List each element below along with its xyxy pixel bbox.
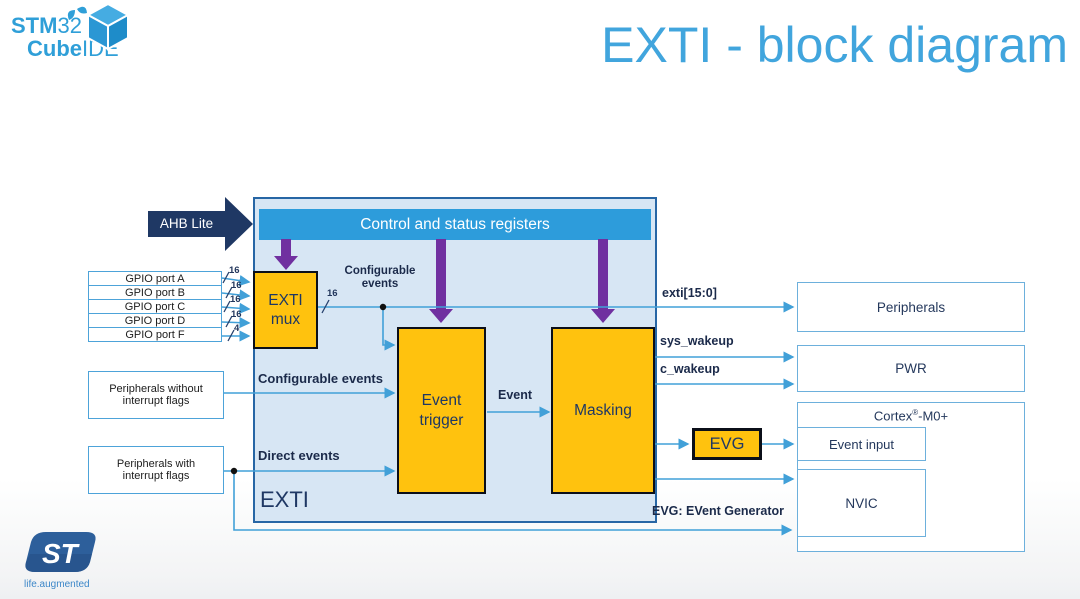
configurable-events-stacked-label: Configurable events <box>344 265 416 290</box>
cube-icon <box>86 2 130 51</box>
block-label: EVG <box>709 434 745 453</box>
logo-stm32: STM32 <box>11 13 82 39</box>
gpio-port-label: GPIO port B <box>125 286 185 299</box>
sys-wakeup-label: sys_wakeup <box>660 334 734 348</box>
exti-mux-block: EXTI mux <box>253 271 318 349</box>
evg-footnote: EVG: EVent Generator <box>652 504 784 518</box>
event-label: Event <box>498 388 533 402</box>
bus-width: 16 <box>230 294 241 305</box>
st-logo-icon: ST <box>25 532 96 572</box>
box-label: Peripherals without interrupt flags <box>109 383 203 407</box>
c-wakeup-label: c_wakeup <box>660 362 720 376</box>
peripherals-box: Peripherals <box>797 282 1025 332</box>
event-input-box: Event input <box>797 427 926 461</box>
peripherals-without-flags-box: Peripherals without interrupt flags <box>88 371 224 419</box>
gpio-port-label: GPIO port F <box>125 328 185 341</box>
pwr-box: PWR <box>797 345 1025 392</box>
page-title: EXTI - block diagram <box>601 17 1068 73</box>
connector-lines <box>148 197 795 536</box>
gpio-port-box: GPIO port D <box>88 313 222 328</box>
masking-output-lines <box>655 351 795 485</box>
box-label: PWR <box>895 361 927 376</box>
box-label: NVIC <box>845 495 878 511</box>
configurable-events-label: Configurable events <box>258 371 383 386</box>
ahb-lite-label: AHB Lite <box>159 216 214 231</box>
bus-width: 16 <box>231 309 242 320</box>
cortex-label: Cortex®-M0+ <box>873 408 949 424</box>
stm32cubeide-logo: STM32 CubeIDE <box>0 0 140 70</box>
tagline: life.augmented <box>24 579 90 590</box>
logo-stm: STM <box>11 13 58 38</box>
gpio-port-box: GPIO port B <box>88 285 222 300</box>
bus-width: 16 <box>327 288 338 299</box>
block-label: Masking <box>574 401 632 419</box>
block-label: EXTI mux <box>268 291 303 328</box>
bus-width: 16 <box>229 265 240 276</box>
st-logo-text: ST <box>42 538 81 569</box>
block-label: Event trigger <box>419 392 464 429</box>
bus-width: 16 <box>231 280 242 291</box>
evg-block: EVG <box>692 428 762 460</box>
exti-block-diagram: Control and status registers EXTI <box>0 90 1080 552</box>
ahb-lite-arrow <box>148 197 253 251</box>
box-label: Event input <box>828 436 895 452</box>
gpio-port-box: GPIO port F <box>88 327 222 342</box>
gpio-port-label: GPIO port A <box>125 272 185 285</box>
nvic-box: NVIC <box>797 469 926 537</box>
mux-to-event-trigger-line <box>382 307 396 351</box>
bus-width: 4 <box>234 323 240 334</box>
st-footer-logo: ST life.augmented <box>18 530 128 590</box>
peripherals-with-flags-box: Peripherals with interrupt flags <box>88 446 224 494</box>
junction-dot <box>379 303 387 311</box>
exti-bus-label: exti[15:0] <box>662 286 717 300</box>
masking-block: Masking <box>551 327 655 494</box>
bus-width-slashes <box>222 271 330 342</box>
event-trigger-block: Event trigger <box>397 327 486 494</box>
butterfly-icon <box>67 6 87 20</box>
logo-cube: Cube <box>27 36 82 61</box>
direct-to-nvic-bypass-line <box>233 471 793 536</box>
box-label: Peripherals <box>876 299 946 315</box>
gpio-port-label: GPIO port D <box>124 314 186 327</box>
gpio-port-label: GPIO port C <box>124 300 186 313</box>
gpio-port-list: GPIO port A GPIO port B GPIO port C GPIO… <box>88 271 222 344</box>
direct-events-label: Direct events <box>258 448 340 463</box>
exti-panel-label: EXTI <box>260 487 309 512</box>
register-access-arrows <box>274 239 615 323</box>
box-label: Peripherals with interrupt flags <box>116 458 196 482</box>
control-status-registers-bar: Control and status registers <box>259 209 651 240</box>
junction-dot <box>230 467 238 475</box>
gpio-port-box: GPIO port A <box>88 271 222 286</box>
